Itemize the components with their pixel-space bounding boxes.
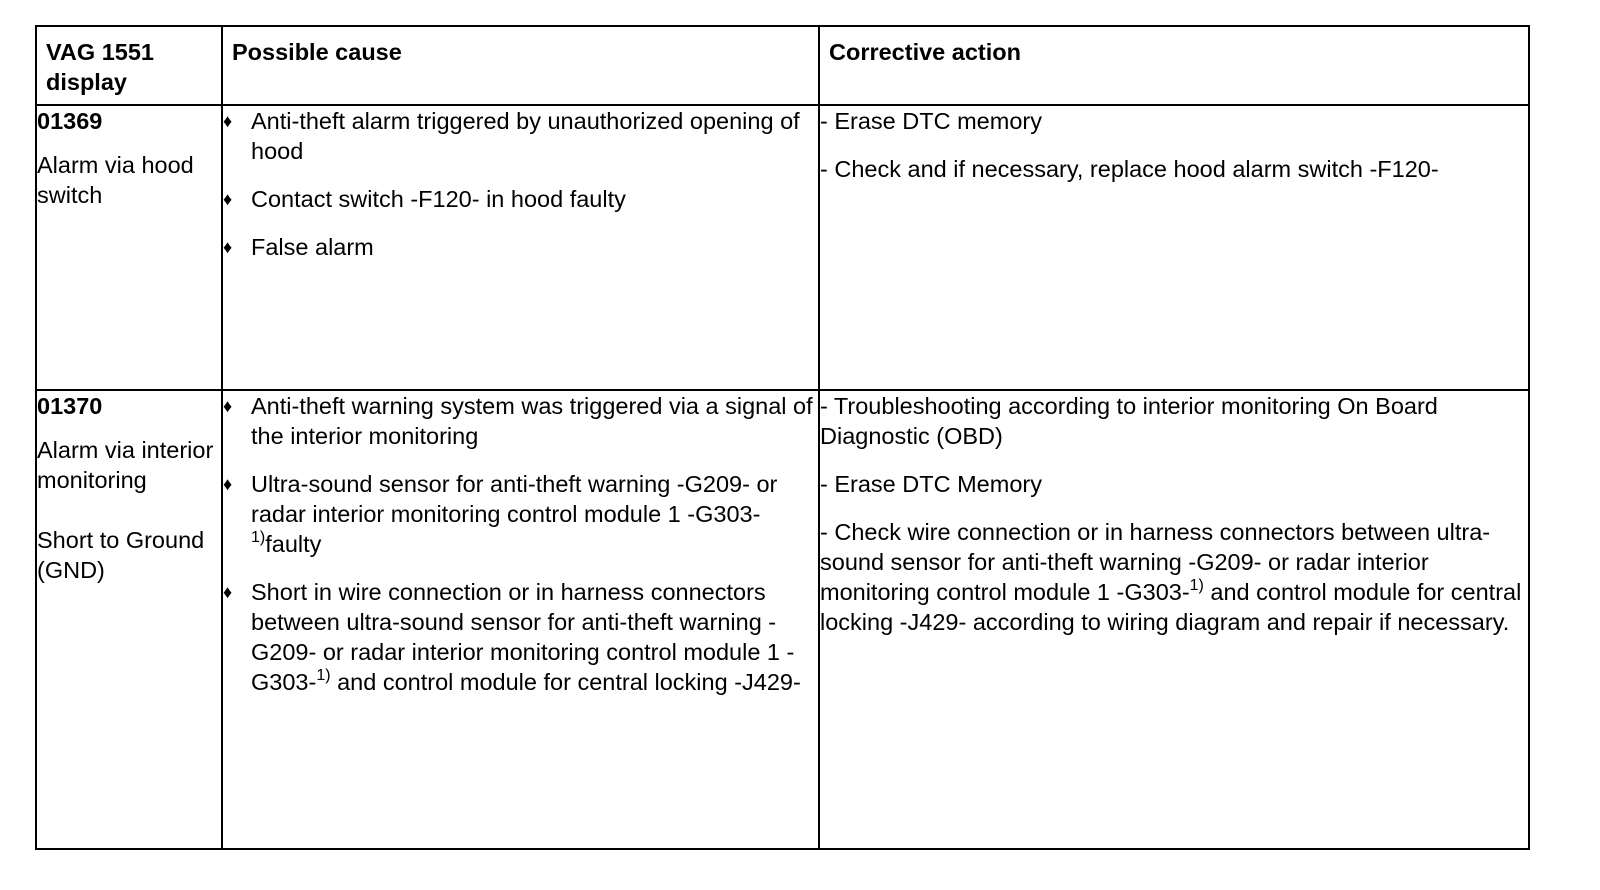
action-cell: - Troubleshooting according to interior … [818,389,1530,850]
cause-item: ♦ False alarm [223,232,818,262]
dtc-description: Short to Ground (GND) [37,527,205,583]
cause-item: ♦ Contact switch -F120- in hood faulty [223,184,818,214]
footnote-mark: 1) [251,529,266,546]
footnote-mark: 1) [316,667,331,684]
action-text: - Troubleshooting according to interior … [820,393,1438,449]
diamond-bullet-icon: ♦ [223,582,233,602]
cause-text: Ultra-sound sensor for anti-theft warnin… [251,471,778,527]
table-row: 01370 Alarm via interior monitoring Shor… [35,389,1530,850]
action-item: - Check wire connection or in harness co… [820,517,1528,637]
cause-text: Short in wire connection or in harness c… [251,579,795,695]
action-text: - Check wire connection or in harness co… [820,519,1491,605]
header-display: VAG 1551 display [35,25,223,106]
header-possible-cause: Possible cause [221,25,820,106]
action-text: - Check and if necessary, replace hood a… [820,156,1439,182]
cause-text: Contact switch -F120- in hood faulty [251,186,626,212]
dtc-code: 01369 [37,108,103,134]
dtc-description: Alarm via hood switch [37,152,194,208]
cause-item: ♦ Short in wire connection or in harness… [223,577,818,697]
table-row: 01369 Alarm via hood switch ♦ Anti-theft… [35,104,1530,391]
cause-item: ♦ Anti-theft warning system was triggere… [223,391,818,451]
cause-cell: ♦ Anti-theft warning system was triggere… [221,389,820,850]
dtc-table: VAG 1551 display Possible cause Correcti… [35,25,1530,850]
display-cell: 01369 Alarm via hood switch [35,104,223,391]
cause-text: faulty [265,531,322,557]
header-corrective-action: Corrective action [818,25,1530,106]
display-cell: 01370 Alarm via interior monitoring Shor… [35,389,223,850]
table-header-row: VAG 1551 display Possible cause Correcti… [35,25,1530,106]
diamond-bullet-icon: ♦ [223,396,233,416]
dtc-code: 01370 [37,393,103,419]
cause-cell: ♦ Anti-theft alarm triggered by unauthor… [221,104,820,391]
action-cell: - Erase DTC memory - Check and if necess… [818,104,1530,391]
cause-item: ♦ Anti-theft alarm triggered by unauthor… [223,106,818,166]
diamond-bullet-icon: ♦ [223,474,233,494]
cause-text: Anti-theft alarm triggered by unauthoriz… [251,108,800,164]
dtc-description: Alarm via interior monitoring [37,437,214,493]
action-text: - Erase DTC memory [820,108,1042,134]
cause-text: and control module for central locking -… [337,669,801,695]
footnote-mark: 1) [1189,577,1204,594]
action-text: - Erase DTC Memory [820,471,1042,497]
cause-text: False alarm [251,234,374,260]
diamond-bullet-icon: ♦ [223,189,233,209]
diamond-bullet-icon: ♦ [223,237,233,257]
cause-item: ♦ Ultra-sound sensor for anti-theft warn… [223,469,818,559]
cause-text: Anti-theft warning system was triggered … [251,393,813,449]
diamond-bullet-icon: ♦ [223,111,233,131]
action-text: and control module for central locking -… [820,579,1522,635]
